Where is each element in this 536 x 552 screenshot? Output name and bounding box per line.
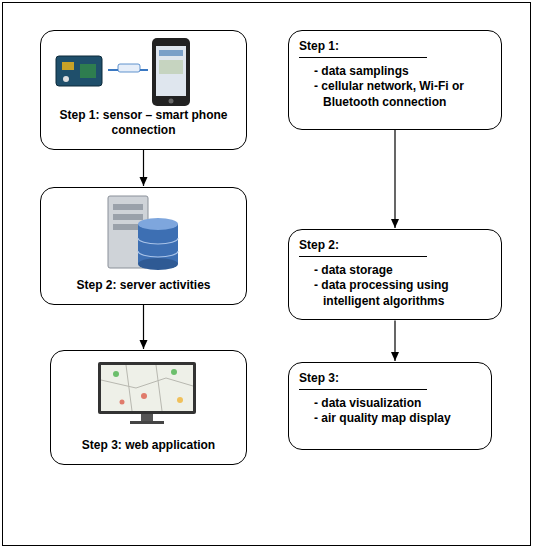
screen-map (159, 60, 183, 74)
database-top (138, 218, 178, 230)
flow-arrow (394, 130, 395, 228)
map-dot (120, 400, 125, 405)
process-box: Step 3: - data visualization- air quality… (288, 362, 492, 450)
map-dot (171, 369, 177, 375)
map-dot (141, 393, 147, 399)
database-base (138, 258, 178, 270)
process-box: Step 3: web application (50, 350, 247, 465)
box-label: Step 2: server activities (76, 278, 210, 294)
link-tag (118, 64, 140, 72)
process-box: Step 1: - data samplings- cellular networ… (288, 30, 502, 130)
phone-screen (156, 46, 186, 96)
flow-arrow (394, 320, 395, 361)
sensor-board (56, 56, 102, 86)
server-illustration (100, 194, 190, 272)
bullet-item: - data visualization (305, 396, 481, 412)
step-heading: Step 2: (299, 238, 427, 257)
drive-bay (113, 204, 143, 210)
map-dot (113, 371, 119, 377)
step-heading: Step 1: (299, 39, 427, 58)
smartphone (152, 38, 190, 106)
database-rings (138, 238, 178, 257)
map-roads (101, 365, 193, 411)
bullet-item: - air quality map display (305, 411, 481, 427)
box-label: Step 3: web application (82, 438, 215, 454)
map-dot (177, 397, 183, 403)
box-label: Step 1: sensor – smart phone connection (49, 108, 238, 139)
chip (80, 64, 96, 78)
map-screen (101, 365, 193, 411)
process-box: Step 2: server activities (40, 187, 247, 305)
bullet-item: - cellular network, Wi-Fi or Bluetooth c… (305, 79, 491, 110)
sensor-phone-illustration (52, 36, 202, 108)
bullet-item: - data samplings (305, 64, 491, 80)
monitor-illustration (96, 360, 200, 426)
flow-arrow (143, 150, 144, 186)
monitor (98, 362, 196, 414)
process-box: Step 2: - data storage- data processing u… (288, 229, 502, 320)
drive-bay (113, 214, 143, 220)
monitor-neck (141, 414, 153, 421)
chip (62, 62, 74, 70)
screen-bar (159, 50, 183, 56)
monitor-stand (130, 421, 164, 424)
flow-arrow (143, 305, 144, 349)
bullet-item: - data processing using intelligent algo… (305, 278, 491, 309)
step-heading: Step 3: (299, 371, 427, 390)
bullet-item: - data storage (305, 263, 491, 279)
led (63, 76, 69, 82)
home-button (169, 99, 174, 104)
process-box: Step 1: sensor – smart phone connection (40, 30, 247, 150)
